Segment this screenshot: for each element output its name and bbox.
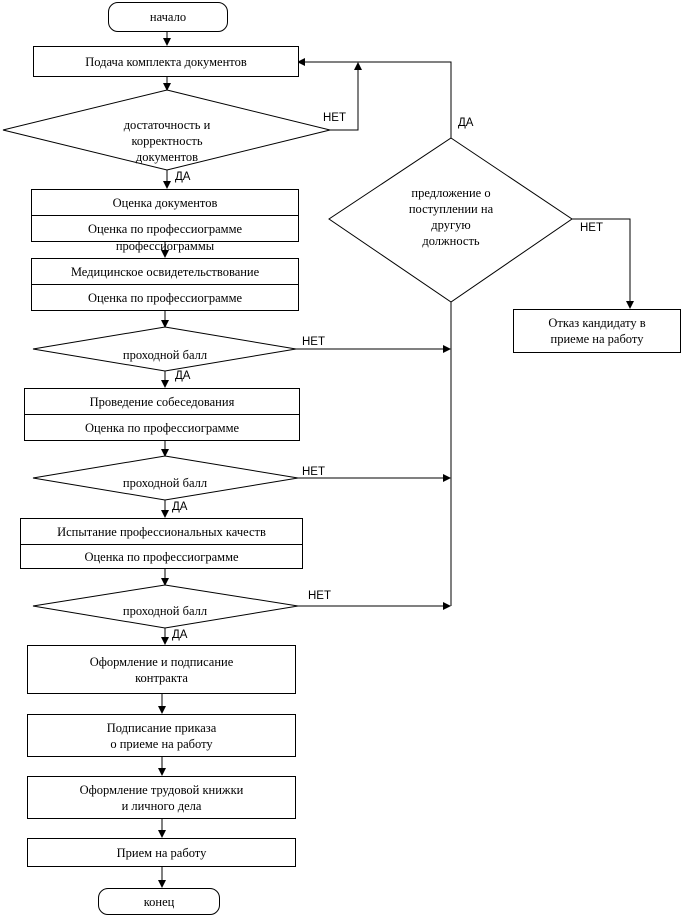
decision-other-position-text: предложение о поступлении на другую долж… <box>408 186 494 248</box>
end-terminal: конец <box>98 888 220 915</box>
label-pass-3-no: НЕТ <box>308 590 331 602</box>
step-reject-candidate: Отказ кандидату в приеме на работу <box>513 309 681 353</box>
label-docs-no: НЕТ <box>323 112 346 124</box>
decision-docs-ok-text: достаточность и корректность документов <box>123 118 211 164</box>
label-pass-3-yes: ДА <box>172 629 188 641</box>
label-docs-yes: ДА <box>175 171 191 183</box>
step-contract: Оформление и подписание контракта <box>27 645 296 694</box>
step-profile-evaluation-2: Оценка по профессиограмме <box>31 284 299 311</box>
label-pass-1-yes: ДА <box>175 370 191 382</box>
decision-pass-2-text: проходной балл <box>122 476 208 490</box>
step-interview: Проведение собеседования <box>24 388 300 415</box>
step-submit-documents: Подача комплекта документов <box>33 46 299 77</box>
step-workbook: Оформление трудовой книжки и личного дел… <box>27 776 296 819</box>
label-pass-2-yes: ДА <box>172 501 188 513</box>
start-terminal: начало <box>108 2 228 32</box>
overlap-text: профессиограммы <box>115 239 215 253</box>
decision-pass-3-text: проходной балл <box>122 604 208 618</box>
step-profile-evaluation-3: Оценка по профессиограмме <box>24 414 300 441</box>
step-hire: Прием на работу <box>27 838 296 867</box>
step-hiring-order: Подписание приказа о приеме на работу <box>27 714 296 757</box>
label-pass-1-no: НЕТ <box>302 336 325 348</box>
arrow-docs-no-loop <box>330 62 362 131</box>
decision-docs-ok-shape <box>2 89 331 171</box>
step-profile-evaluation-4: Оценка по профессиограмме <box>20 544 303 569</box>
decision-pass-1-shape <box>32 326 297 372</box>
arrow-other-position-yes <box>297 58 452 138</box>
label-other-position-yes: ДА <box>458 117 474 129</box>
decision-pass-1-text: проходной балл <box>122 348 208 362</box>
step-medical-examination: Медицинское освидетельствование <box>31 258 299 285</box>
decision-pass-3-shape <box>32 584 299 629</box>
label-other-position-no: НЕТ <box>580 222 603 234</box>
decision-pass-2-shape <box>32 455 299 501</box>
arrow-other-position-no <box>572 218 634 309</box>
step-professional-qualities-test: Испытание профессиональных качеств <box>20 518 303 545</box>
decision-other-position-shape <box>328 137 573 303</box>
label-pass-2-no: НЕТ <box>302 466 325 478</box>
step-document-evaluation: Оценка документов <box>31 189 299 216</box>
step-profile-evaluation-1: Оценка по профессиограмме <box>31 215 299 242</box>
